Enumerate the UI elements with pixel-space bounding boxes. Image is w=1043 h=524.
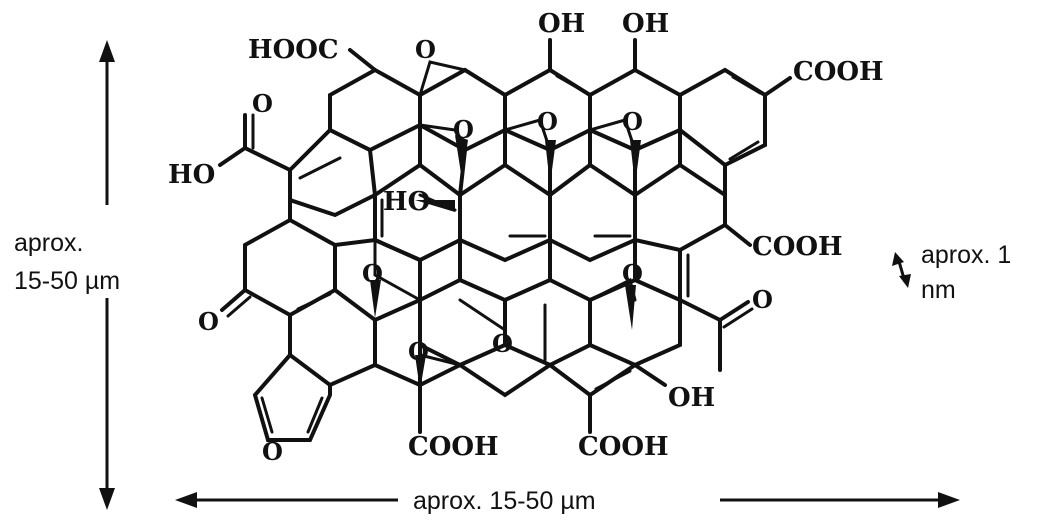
epoxide-oxygen-label: O [622,107,643,136]
hydroxyl-label: HO [383,187,430,217]
epoxide-oxygen-label: O [362,259,383,288]
epoxide-oxygen-label: O [622,259,643,288]
ketone-oxygen-label: O [198,307,219,336]
furan-oxygen-label: O [262,437,283,466]
carboxyl-label: COOH [752,232,843,262]
carbonyl-oxygen-label: O [752,285,773,314]
hydroxyl-label: OH [668,383,715,413]
thickness-arrow [892,252,911,288]
vertical-dimension-arrow [99,40,115,510]
hydroxyl-label: OH [622,9,669,39]
carbon-lattice [243,67,767,442]
carbonyl-oxygen-label: O [252,89,273,118]
epoxide-oxygen-label: O [492,329,513,358]
hydroxyl-label: OH [538,9,585,39]
thickness-label-line2: nm [921,276,956,304]
epoxide-oxygen-label: O [537,107,558,136]
carboxyl-label: COOH [408,432,499,462]
epoxide-oxygen-label: O [453,115,474,144]
carboxyl-label: COOH [793,57,884,87]
vertical-dimension-label-line2: 15-50 µm [14,267,120,295]
hydroxyl-label: HO [168,160,215,190]
horizontal-dimension-label: aprox. 15-50 µm [413,487,596,515]
horizontal-dimension-arrow [175,492,960,508]
atom-labels: HOOC O OH OH COOH O HO O O O HO COOH O O… [168,9,884,466]
epoxide-oxygen-label: O [408,337,429,366]
substituent-bonds [218,38,792,434]
carboxyl-label: COOH [578,432,669,462]
stereo-wedges [370,135,641,390]
vertical-dimension-label-line1: aprox. [14,229,83,257]
epoxide-oxygen-label: O [415,35,436,64]
thickness-label-line1: aprox. 1 [921,241,1011,269]
hooc-label: HOOC [248,35,339,65]
